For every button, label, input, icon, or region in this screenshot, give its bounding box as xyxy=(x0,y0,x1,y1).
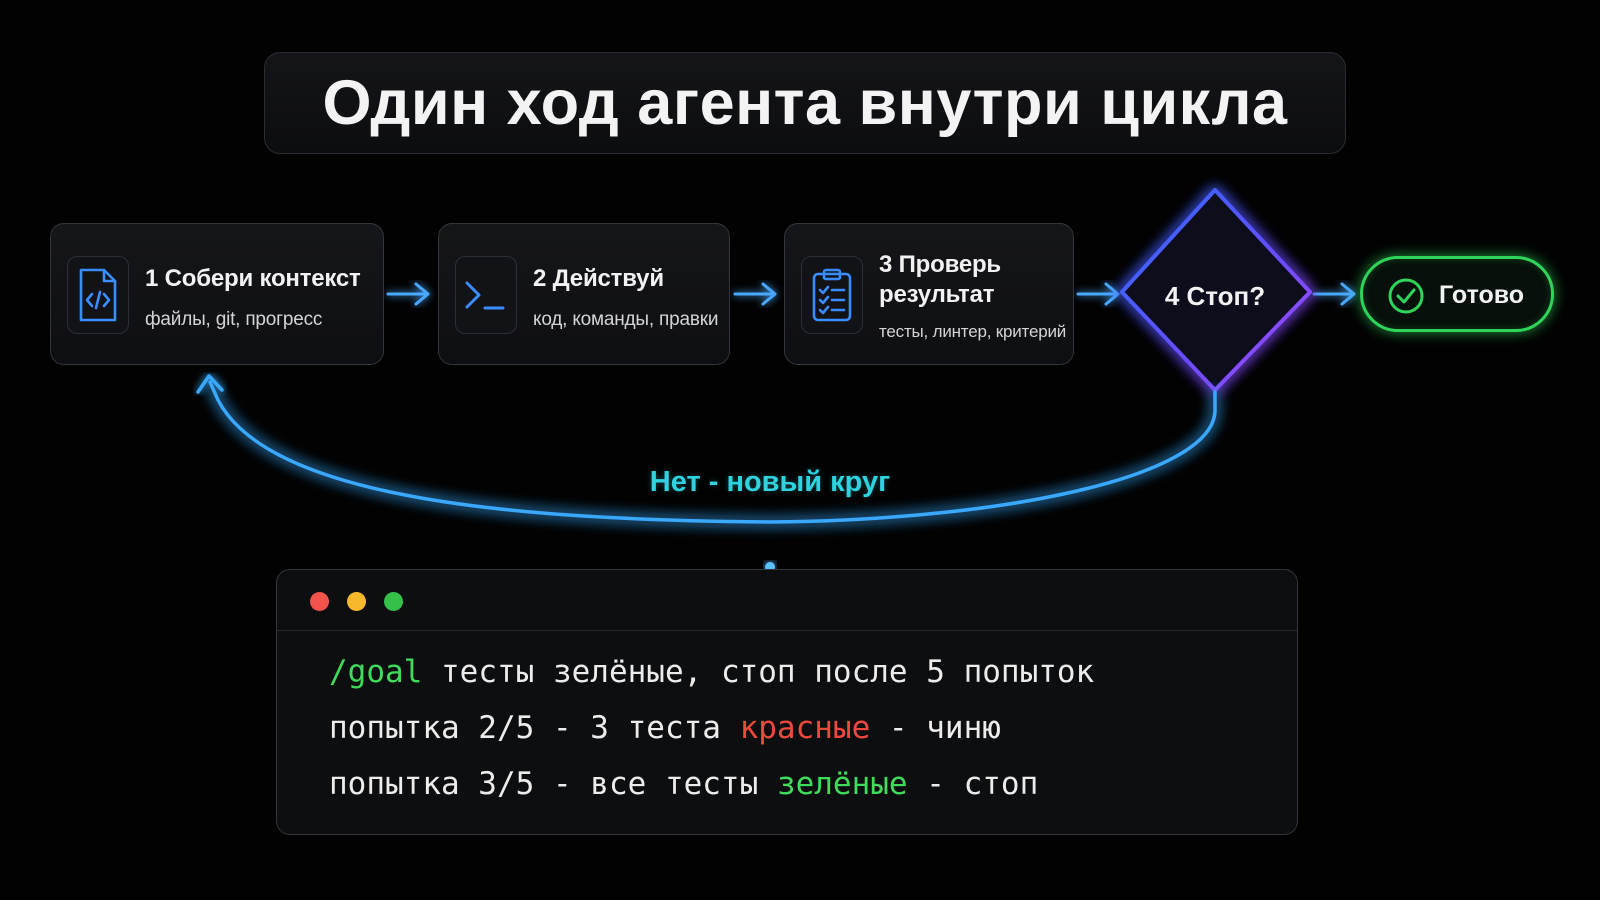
attempt-2-status-red: красные xyxy=(739,710,871,746)
arrow-1-to-2 xyxy=(386,282,430,306)
arrow-decision-to-done xyxy=(1312,282,1356,306)
step-card-act: 2 Действуй код, команды, правки xyxy=(438,223,730,365)
terminal-line-attempt-2: попытка 2/5 - 3 теста красные - чиню xyxy=(329,708,1001,748)
goal-command: /goal xyxy=(329,654,423,690)
terminal-line-goal: /goal тесты зелёные, стоп после 5 попыто… xyxy=(329,652,1094,692)
attempt-3-suffix: - стоп xyxy=(907,766,1039,802)
step-card-check-result: 3 Проверь результат тесты, линтер, крите… xyxy=(784,223,1074,365)
terminal-line-attempt-3: попытка 3/5 - все тесты зелёные - стоп xyxy=(329,764,1038,804)
close-window-dot[interactable] xyxy=(310,592,329,611)
arrow-3-to-decision xyxy=(1076,282,1120,306)
title-banner: Один ход агента внутри цикла xyxy=(264,52,1346,154)
attempt-2-suffix: - чиню xyxy=(870,710,1001,746)
maximize-window-dot[interactable] xyxy=(384,592,403,611)
attempt-3-prefix: попытка 3/5 - все тесты xyxy=(329,766,777,802)
goal-text: тесты зелёные, стоп после 5 попыток xyxy=(422,654,1095,690)
step-1-subtitle: файлы, git, прогресс xyxy=(145,309,323,330)
terminal-window: /goal тесты зелёные, стоп после 5 попыто… xyxy=(276,569,1298,835)
step-3-title-line2: результат xyxy=(879,281,995,308)
page-title: Один ход агента внутри цикла xyxy=(322,68,1288,138)
step-2-title: 2 Действуй xyxy=(533,265,664,292)
arrow-2-to-3 xyxy=(733,282,777,306)
minimize-window-dot[interactable] xyxy=(347,592,366,611)
check-circle-icon xyxy=(1388,278,1424,314)
terminal-title-bar xyxy=(277,570,1297,631)
step-2-subtitle: код, команды, правки xyxy=(533,309,719,330)
terminal-prompt-icon xyxy=(455,256,517,334)
step-card-collect-context: 1 Собери контекст файлы, git, прогресс xyxy=(50,223,384,365)
loop-arrowhead xyxy=(196,374,224,394)
step-1-title: 1 Собери контекст xyxy=(145,265,361,292)
code-file-icon xyxy=(67,256,129,334)
decision-diamond xyxy=(1120,188,1312,392)
attempt-3-status-green: зелёные xyxy=(776,766,908,802)
decision-label: 4 Стоп? xyxy=(1164,281,1266,311)
done-label: Готово xyxy=(1439,281,1525,309)
loop-back-arc xyxy=(208,380,1217,524)
done-pill: Готово xyxy=(1360,256,1554,332)
step-3-subtitle: тесты, линтер, критерий xyxy=(879,322,1067,341)
attempt-2-prefix: попытка 2/5 - 3 теста xyxy=(329,710,740,746)
step-3-title-line1: 3 Проверь xyxy=(879,251,1001,278)
checklist-clipboard-icon xyxy=(801,256,863,334)
loop-label: Нет - новый круг xyxy=(649,466,891,498)
